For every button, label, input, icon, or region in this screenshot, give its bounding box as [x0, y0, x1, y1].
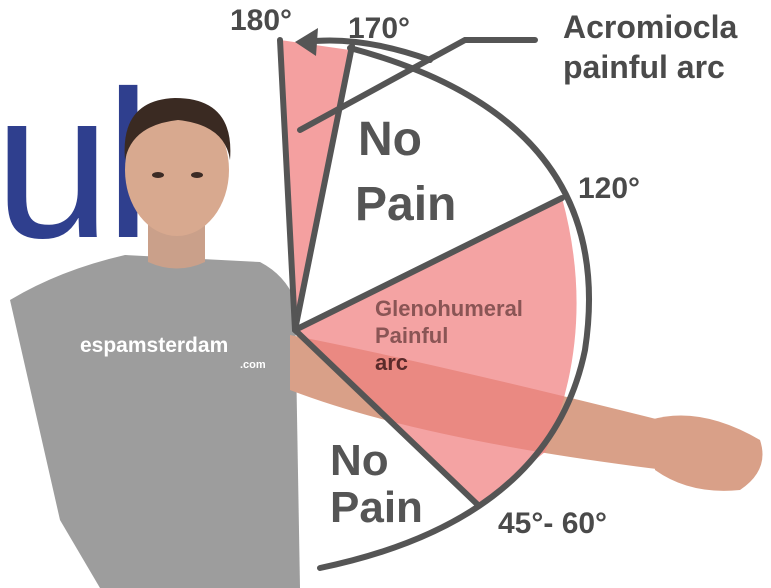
angle-label-180: 180° — [230, 4, 292, 37]
left-eye — [152, 172, 164, 178]
angle-label-120: 120° — [578, 172, 640, 205]
acromioclavicular-label-line2: painful arc — [563, 49, 725, 85]
right-eye — [191, 172, 203, 178]
painful-zones — [280, 40, 577, 505]
upper-no-pain-label-line1: No — [358, 113, 422, 166]
shirt — [10, 255, 300, 588]
hand — [650, 416, 763, 491]
lower-no-pain-label-line2: Pain — [330, 483, 423, 532]
lower-no-pain-label-line1: No — [330, 436, 389, 485]
glenohumeral-label-line2: Painful — [375, 323, 448, 348]
acromioclavicular-label-line1: Acromiocla — [563, 9, 737, 45]
shirt-logo-sub: .com — [240, 359, 266, 371]
glenohumeral-label-line1: Glenohumeral — [375, 296, 523, 321]
angle-label-45-60: 45°- 60° — [498, 507, 607, 540]
angle-label-170: 170° — [348, 12, 410, 45]
upper-no-pain-label-line2: Pain — [355, 178, 456, 231]
shirt-logo: espamsterdam — [80, 334, 228, 357]
glenohumeral-label-line3: arc — [375, 350, 408, 375]
